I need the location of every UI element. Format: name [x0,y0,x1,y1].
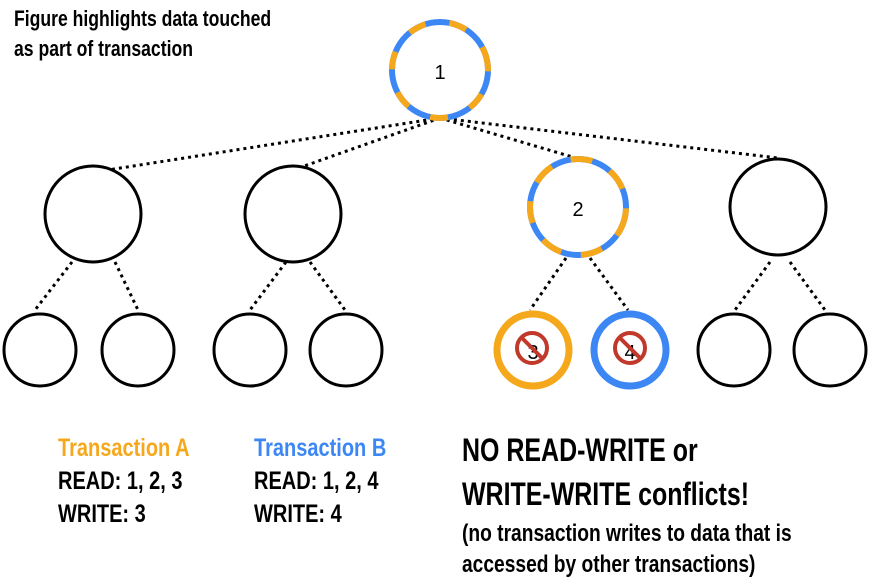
node-1-label: 1 [434,62,445,84]
transaction-b-block: Transaction B READ: 1, 2, 4 WRITE: 4 [254,432,386,531]
transaction-a-write: WRITE: 3 [58,500,146,528]
leaf-c1 [696,312,772,388]
node-l2-b [243,164,343,264]
edge-1-a [94,116,441,174]
figure-note-line2: as part of transaction [14,36,193,61]
node-l2-c [728,157,828,257]
transaction-a-title: Transaction A [58,434,190,462]
edge-2-3 [528,257,568,311]
edge-1-c [439,116,779,160]
leaf-a1 [2,312,78,388]
leaf-a2 [100,312,176,388]
conclusion-headline: NO READ-WRITE or WRITE-WRITE conflicts! [462,428,749,516]
transaction-a-block: Transaction A READ: 1, 2, 3 WRITE: 3 [58,432,190,531]
figure-note: Figure highlights data touched as part o… [14,4,271,64]
conclusion-note: (no transaction writes to data that is a… [462,518,792,580]
edge-2-4 [588,257,630,311]
leaf-b1 [212,312,288,388]
node-l2-a [43,164,143,264]
node-3: 3 [493,310,573,390]
no-entry-icon [613,331,647,365]
transaction-b-title: Transaction B [254,434,387,462]
node-1: 1 [389,19,491,122]
node-2-label: 2 [572,199,583,221]
transaction-b-read: READ: 1, 2, 4 [254,467,379,495]
node-3-label: 3 [527,342,538,364]
edge-b-l [248,261,288,311]
no-entry-icon [515,331,549,365]
leaf-c2 [792,312,868,388]
conclusion-line1: NO READ-WRITE or [462,432,698,468]
edge-a-l [33,261,74,311]
edge-1-b [292,116,441,172]
transaction-b-write: WRITE: 4 [254,500,342,528]
edge-c-r [788,261,827,311]
node-4-label: 4 [624,342,635,364]
figure-note-line1: Figure highlights data touched [14,6,272,31]
edge-b-r [308,261,347,311]
transaction-a-read: READ: 1, 2, 3 [58,467,183,495]
conclusion-line2: WRITE-WRITE conflicts! [462,476,750,512]
conclusion-note-line2: accessed by other transactions) [462,551,756,578]
tree-edges [33,116,827,311]
edge-c-l [733,261,772,311]
node-4: 4 [590,310,670,390]
edge-1-2 [439,116,577,160]
edge-a-r [113,261,140,311]
leaf-b2 [308,312,384,388]
conclusion-note-line1: (no transaction writes to data that is [462,520,792,547]
node-2: 2 [527,156,629,258]
